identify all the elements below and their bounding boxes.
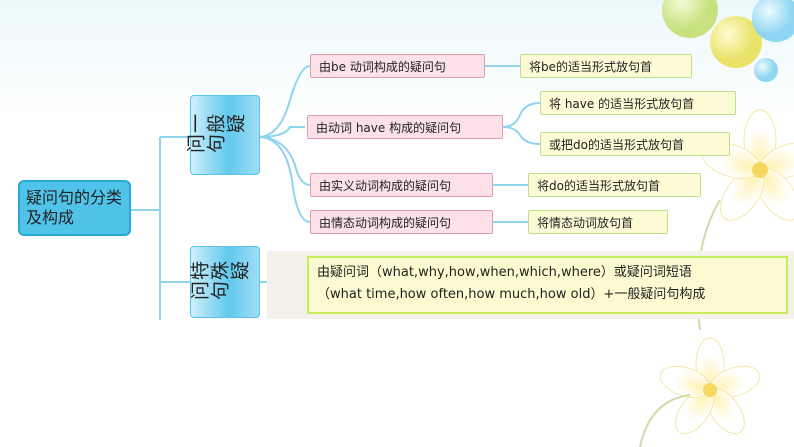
rule-label: 将 have 的适当形式放句首	[549, 96, 695, 111]
branch-general-questions: 一般疑问句	[186, 95, 260, 175]
type-modal-verb: 由情态动词构成的疑问句	[310, 210, 493, 234]
flower-decoration	[639, 109, 794, 447]
rule-label: 将情态动词放句首	[537, 215, 634, 230]
root-label-line2: 及构成	[26, 208, 75, 227]
branch-general-label: 一般疑问句	[186, 114, 246, 156]
type-label: 由be 动词构成的疑问句	[319, 59, 446, 74]
type-label: 由情态动词构成的疑问句	[319, 215, 452, 230]
root-label-line1: 疑问句的分类	[26, 188, 123, 207]
type-label: 由实义动词构成的疑问句	[319, 178, 452, 193]
type-be-verb: 由be 动词构成的疑问句	[310, 54, 485, 78]
branch-special-label: 特殊疑问句	[190, 261, 250, 303]
special-rule-line1: 由疑问词（what,why,how,when,which,where）或疑问词短…	[317, 265, 692, 280]
rule-label: 将do的适当形式放句首	[537, 178, 660, 193]
branch-special-questions: 特殊疑问句	[190, 246, 260, 318]
rule-have-do: 或把do的适当形式放句首	[540, 132, 730, 156]
type-have-verb: 由动词 have 构成的疑问句	[307, 115, 503, 139]
rule-have: 将 have 的适当形式放句首	[540, 91, 736, 115]
special-question-rule: 由疑问词（what,why,how,when,which,where）或疑问词短…	[307, 256, 788, 314]
special-rule-line2: （what time,how often,how much,how old）+一…	[317, 287, 706, 302]
root-node: 疑问句的分类 及构成	[18, 180, 131, 236]
bubble-decoration	[662, 0, 794, 82]
type-label: 由动词 have 构成的疑问句	[316, 120, 462, 135]
rule-label: 将be的适当形式放句首	[529, 59, 653, 74]
type-main-verb: 由实义动词构成的疑问句	[310, 173, 493, 197]
rule-label: 或把do的适当形式放句首	[549, 137, 684, 152]
rule-modal: 将情态动词放句首	[528, 210, 668, 234]
rule-be: 将be的适当形式放句首	[520, 54, 692, 78]
rule-main-verb: 将do的适当形式放句首	[528, 173, 701, 197]
